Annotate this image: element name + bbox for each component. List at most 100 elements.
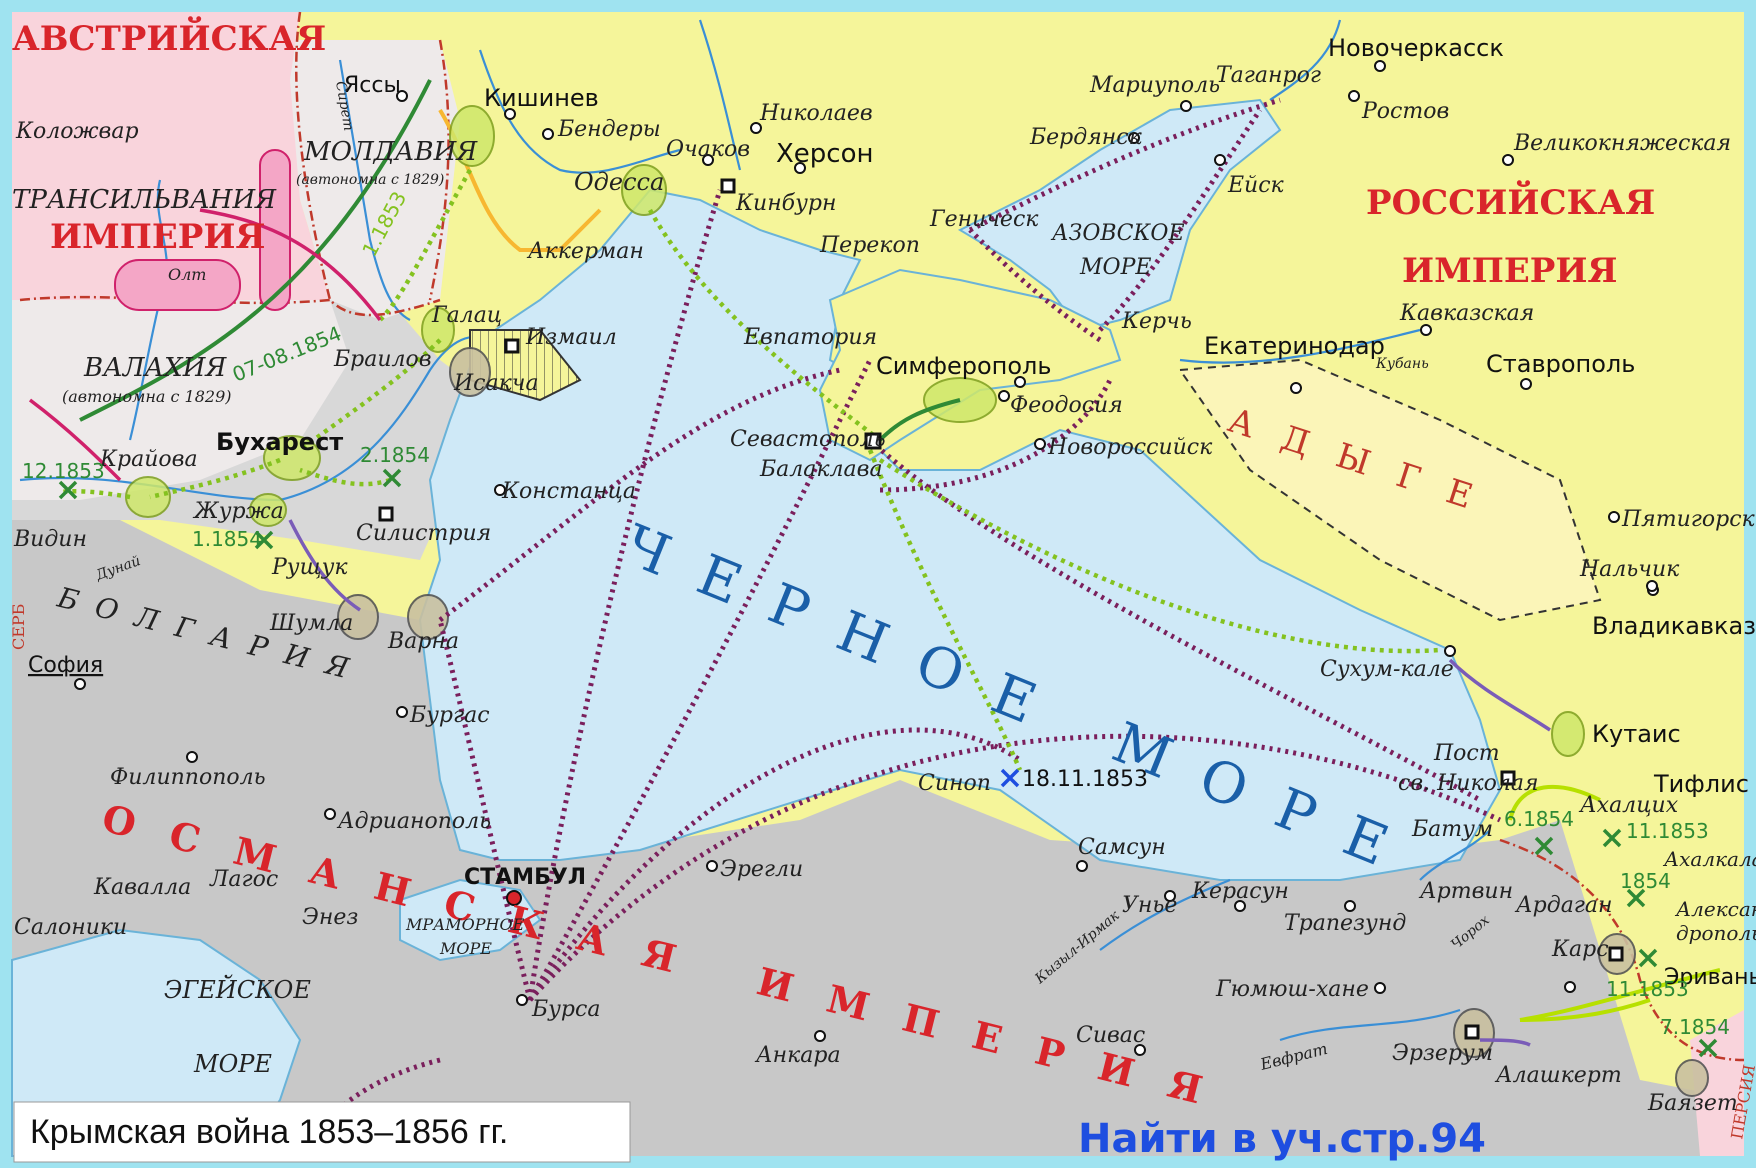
land-austria bbox=[12, 12, 330, 300]
route-stambul-evpatoriya bbox=[527, 358, 873, 1002]
label-vidin: Видин bbox=[13, 527, 87, 552]
label-wallachia: ВАЛАХИЯ bbox=[83, 353, 227, 383]
label-sukhum: Сухум-кале bbox=[1320, 657, 1454, 682]
city-stavropol bbox=[1520, 378, 1532, 390]
zone-bayazet bbox=[1675, 1059, 1709, 1097]
city-novocherkassk bbox=[1374, 60, 1386, 72]
city-ekaterinodar bbox=[1290, 382, 1302, 394]
city-stambul bbox=[506, 890, 522, 906]
label-akhaltsykh: Ахалцих bbox=[1578, 793, 1679, 818]
label-mariupol: Мариуполь bbox=[1089, 73, 1220, 98]
route-silistria-bukharest bbox=[299, 467, 391, 487]
label-zhurzha: Журжа bbox=[192, 499, 284, 524]
label-azov-2: МОРЕ bbox=[1079, 255, 1151, 280]
label-bayazet: Баязет bbox=[1647, 1091, 1738, 1116]
label-silistriya: Силистрия bbox=[356, 521, 491, 546]
label-date-3: 12.1853 bbox=[22, 459, 105, 483]
zone-odessa bbox=[621, 164, 667, 216]
river-euphrates bbox=[1279, 1008, 1461, 1042]
river-bug bbox=[698, 19, 742, 171]
city-sofiya bbox=[74, 678, 86, 690]
city-burgas bbox=[396, 706, 408, 718]
label-kars: Карс bbox=[1551, 937, 1609, 962]
label-ardagan: Ардаган bbox=[1514, 893, 1613, 918]
battle-icon bbox=[1000, 768, 1020, 788]
city-filippopol bbox=[186, 751, 198, 763]
label-shumla: Шумла bbox=[269, 611, 353, 636]
label-isakcha: Исакча bbox=[453, 371, 539, 396]
route-violet-kutais bbox=[1448, 658, 1551, 732]
city-sivas bbox=[1134, 1044, 1146, 1056]
route-kishinev-galats bbox=[378, 168, 472, 322]
label-evpatoriya: Евпатория bbox=[743, 325, 877, 350]
label-austria: АВСТРИЙСКАЯ bbox=[12, 16, 326, 59]
label-wallachia-note: (автономна с 1829) bbox=[62, 387, 232, 406]
label-aegean-2: МОРЕ bbox=[193, 1050, 272, 1078]
city-gyumush-khane bbox=[1374, 982, 1386, 994]
battle-icon bbox=[382, 468, 402, 488]
label-date-8: 11.1853 bbox=[1626, 819, 1709, 843]
city-ankara bbox=[814, 1030, 826, 1042]
label-berdyansk: Бердянск bbox=[1029, 125, 1143, 150]
route-violet-alashkert bbox=[1479, 1038, 1531, 1047]
label-aleksandropol-2: дрополь bbox=[1676, 921, 1756, 945]
label-kutais: Кутаис bbox=[1592, 720, 1681, 748]
label-burgas: Бургас bbox=[409, 703, 490, 728]
label-samsun: Самсун bbox=[1078, 835, 1166, 860]
route-galats-bukharest bbox=[298, 338, 442, 452]
label-novorossiysk: Новороссийск bbox=[1047, 435, 1213, 460]
label-varna: Варна bbox=[387, 629, 459, 654]
city-feodosiya bbox=[1014, 376, 1026, 388]
label-sofiya: София bbox=[28, 653, 103, 678]
battle-icon bbox=[1638, 948, 1658, 968]
label-batum: Батум bbox=[1411, 817, 1493, 842]
label-date-6: 18.11.1853 bbox=[1022, 767, 1148, 792]
label-trapezund: Трапезунд bbox=[1284, 911, 1406, 936]
fort-erzerum bbox=[1464, 1024, 1480, 1040]
label-artvin: Артвин bbox=[1418, 879, 1513, 904]
city-sukhum bbox=[1444, 645, 1456, 657]
land-adyge bbox=[1178, 358, 1602, 622]
route-simferopol-sevastopol bbox=[878, 398, 961, 442]
label-enez: Энез bbox=[302, 905, 358, 930]
label-date-11: 1854 bbox=[1620, 869, 1671, 893]
label-post-1: Пост bbox=[1433, 741, 1500, 766]
battle-icon bbox=[1698, 1038, 1718, 1058]
label-date-4: 2.1854 bbox=[360, 443, 430, 467]
label-serbia: СЕРБ bbox=[9, 604, 28, 650]
city-kherson bbox=[794, 162, 806, 174]
label-transylvania: ТРАНСИЛЬВАНИЯ bbox=[12, 185, 277, 215]
label-sinop: Синоп bbox=[918, 771, 991, 796]
zone-kutais bbox=[1551, 711, 1585, 757]
label-perekop: Перекоп bbox=[819, 233, 920, 258]
border-moldavia-russia bbox=[428, 39, 450, 301]
label-date-9: 7.1854 bbox=[1660, 1015, 1730, 1039]
route-kerch-genichesk bbox=[968, 228, 1102, 343]
label-ochakov: Очаков bbox=[666, 137, 750, 162]
river-chorokh bbox=[1419, 829, 1491, 881]
label-pyatigorsk: Пятигорск bbox=[1621, 507, 1756, 532]
label-russia-2: ИМПЕРИЯ bbox=[1402, 251, 1617, 291]
river-kyzyl-irmak bbox=[1099, 878, 1231, 951]
city-adrianopol bbox=[324, 808, 336, 820]
zone-zhurzha bbox=[249, 493, 287, 527]
label-kerch: Керчь bbox=[1121, 309, 1192, 334]
label-kerasun: Керасун bbox=[1191, 879, 1289, 904]
battle-icon bbox=[58, 480, 78, 500]
marmara-sea bbox=[399, 878, 542, 962]
route-pink-transylvania bbox=[199, 208, 382, 322]
label-novocherkassk: Новочеркасск bbox=[1328, 34, 1504, 62]
city-unie bbox=[1164, 890, 1176, 902]
route-odessa-sevastopol bbox=[648, 208, 882, 442]
label-kherson: Херсон bbox=[776, 139, 874, 169]
label-kolozhvar: Коложвар bbox=[15, 119, 139, 144]
fort-silistriya bbox=[378, 506, 394, 522]
map-title: Крымская война 1853–1856 гг. bbox=[30, 1113, 508, 1151]
label-kuban: Кубань bbox=[1375, 356, 1429, 372]
river-don bbox=[1269, 19, 1342, 101]
route-lime-kars bbox=[1519, 998, 1651, 1022]
label-konstantsa: Констанца bbox=[501, 479, 636, 504]
city-konstantsa bbox=[494, 484, 506, 496]
label-krayova: Крайова bbox=[99, 447, 198, 472]
